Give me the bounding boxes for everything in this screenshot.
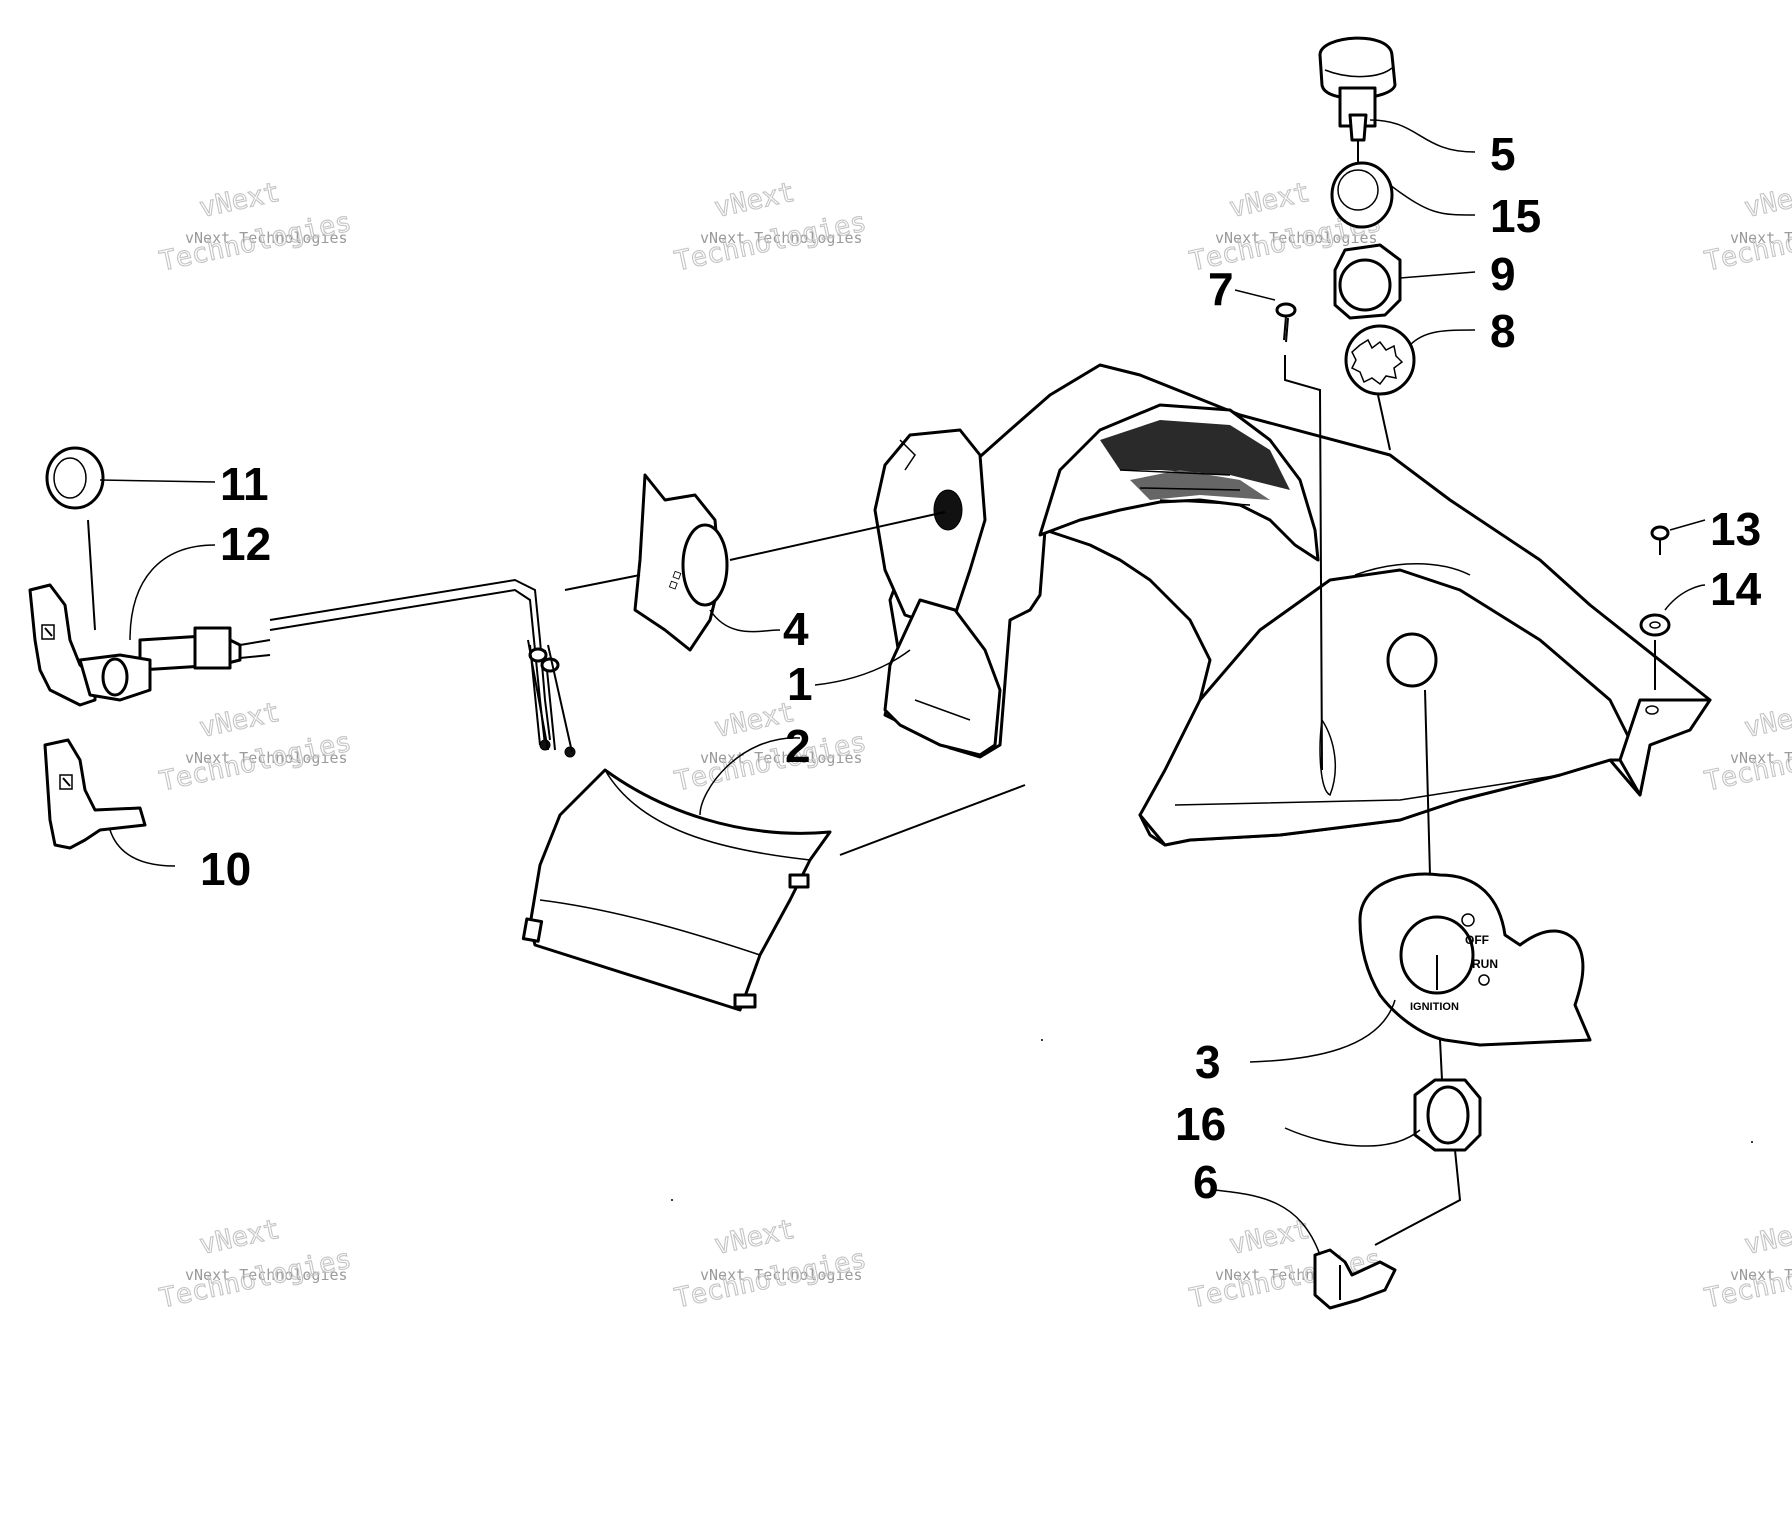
ignition-run-label: RUN xyxy=(1472,957,1498,971)
callout-7: 7 xyxy=(1208,263,1234,315)
part-11-ring-nut xyxy=(45,446,216,510)
part-1-console xyxy=(873,363,1712,847)
watermark-small: vNext Technologies xyxy=(1215,229,1378,247)
watermark-big: Technologies xyxy=(672,1244,869,1315)
part-7-screw xyxy=(1234,289,1323,771)
watermark-top: vNext xyxy=(1742,697,1792,744)
callout-15: 15 xyxy=(1490,190,1541,242)
callout-3: 3 xyxy=(1195,1036,1221,1088)
part-13-screw xyxy=(1650,519,1706,555)
watermark-top: vNext xyxy=(1742,1214,1792,1261)
watermark-small: vNext Technologies xyxy=(700,229,863,247)
ignition-label: IGNITION xyxy=(1410,1001,1459,1013)
callout-8: 8 xyxy=(1490,305,1516,357)
part-8-lock-washer xyxy=(1344,324,1476,451)
watermark-top: vNext xyxy=(197,1214,283,1261)
callout-12: 12 xyxy=(220,518,271,570)
part-6-key xyxy=(1214,1189,1397,1310)
watermark-small: vNext Technologies xyxy=(700,749,863,767)
part-4-plate: ☐ ☐ xyxy=(564,473,946,652)
watermark-big: Technologies xyxy=(157,1244,354,1315)
part-9-nut xyxy=(1333,243,1476,320)
watermark-small: vNext Technologies xyxy=(1730,229,1792,247)
watermark-big: Technologies xyxy=(157,727,354,798)
part-12-throttle-cable xyxy=(28,519,576,758)
callout-2: 2 xyxy=(785,720,811,772)
watermark-top: vNext xyxy=(197,697,283,744)
watermark-small: vNext Technologies xyxy=(185,229,348,247)
watermark-big: Technologies xyxy=(672,207,869,278)
watermark-small: vNext Technologies xyxy=(1730,1266,1792,1284)
watermark-small: vNext Technologies xyxy=(700,1266,863,1284)
watermark-small: vNext Technologies xyxy=(1730,749,1792,767)
callout-14: 14 xyxy=(1710,563,1762,615)
callout-1: 1 xyxy=(787,658,813,710)
callout-16: 16 xyxy=(1175,1098,1226,1150)
callout-10: 10 xyxy=(200,843,251,895)
watermark-top: vNext xyxy=(712,1214,798,1261)
part-16-nut xyxy=(1284,1078,1482,1246)
callout-numbers: 1 2 3 4 5 6 7 8 9 10 11 12 13 14 15 16 xyxy=(200,128,1762,1208)
watermark-top: vNext xyxy=(1227,177,1313,224)
watermark-top: vNext xyxy=(1742,177,1792,224)
part-10-lever xyxy=(43,738,176,867)
callout-11: 11 xyxy=(220,458,269,510)
callout-4: 4 xyxy=(783,603,809,655)
part-14-washer xyxy=(1639,584,1706,690)
callout-13: 13 xyxy=(1710,503,1761,555)
watermark-big: Technologies xyxy=(672,727,869,798)
watermark-small: vNext Technologies xyxy=(185,749,348,767)
part-15-collar xyxy=(1330,161,1476,229)
watermark-top: vNext xyxy=(197,177,283,224)
ignition-off-label: OFF xyxy=(1465,933,1489,947)
watermark-small: vNext Technologies xyxy=(185,1266,348,1284)
part-5-switch-knob xyxy=(1318,36,1476,165)
callout-6: 6 xyxy=(1193,1156,1219,1208)
part-3-ignition-plate: OFF RUN IGNITION xyxy=(1249,689,1592,1081)
watermark-top: vNext xyxy=(712,177,798,224)
watermark-big: Technologies xyxy=(157,207,354,278)
callout-5: 5 xyxy=(1490,128,1516,180)
part-2-cover xyxy=(521,768,1026,1012)
callout-9: 9 xyxy=(1490,248,1516,300)
